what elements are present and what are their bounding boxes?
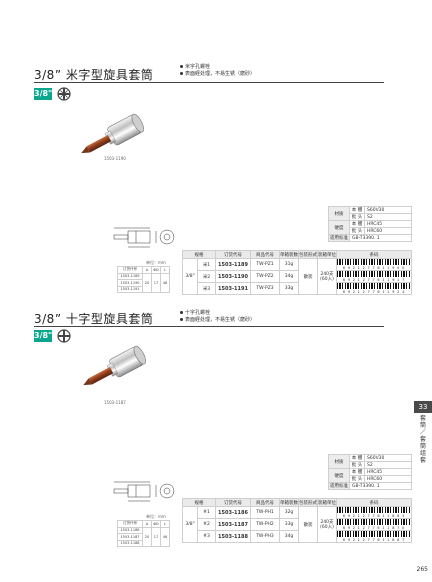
photo-code: 1503-1190 <box>104 156 126 161</box>
size-badge: 3/8" <box>34 330 53 342</box>
socket-drawing <box>113 227 175 248</box>
socket-photo-pozidriv <box>81 113 144 154</box>
table-row: 材质 本 體 S60V30 <box>328 206 412 221</box>
table-row: 规格 订货代号 商品代号 单箱装数 包装形式 装箱单位 条码 <box>182 250 412 259</box>
material-spec-table: 材质 本 體 S60V30 批 头 S2 硬度 本 體 HRC45 批 头 HR… <box>328 454 412 490</box>
section2-title: 3/8” 十字型旋具套筒 <box>34 312 154 326</box>
table-row: 硬度 本 體 HRC45 <box>328 468 412 483</box>
size-badge: 3/8" <box>34 88 53 100</box>
table-row: 1503-1191 <box>117 285 170 293</box>
section1-features: 米字孔螺栓 表面経处理，不易生锈（磨砂） <box>180 64 255 78</box>
barcode <box>337 283 411 290</box>
table-row: 订货代号 A ΦD L <box>117 520 170 528</box>
table-row: 1503-1188 <box>117 539 170 547</box>
bullet-icon <box>180 72 183 75</box>
table-row: 米2 1503-1190 TW-PZ2 34g 6 9 2 1 2 7 7 6 … <box>183 270 412 283</box>
socket-drawing <box>113 481 175 502</box>
section1-title-rule <box>34 82 384 83</box>
table-row: #3 1503-1188 TW-PH3 34g 6 9 2 1 2 7 7 6 … <box>183 530 412 543</box>
table-row: 硬度 本 體 HRC45 <box>328 220 412 235</box>
section2-title-rule <box>34 326 384 327</box>
page-number: 265 <box>416 566 428 573</box>
barcode <box>337 271 411 278</box>
table-row: 3/8" 米1 1503-1189 TW-PZ1 31g 散装 240支 (60… <box>182 258 412 295</box>
unit-label: 单位：mm <box>146 514 166 519</box>
product-table: 规格 订货代号 商品代号 单箱装数 包装形式 装箱单位 条码 3/8" 米1 1… <box>182 250 412 295</box>
table-row: 适用标准 GB-T3390. 1 <box>328 482 412 490</box>
product-table: 规格 订货代号 商品代号 单箱装数 包装形式 装箱单位 条码 3/8" #1 1… <box>182 498 412 543</box>
table-row: 1503-1186 20 17 46 <box>117 526 170 547</box>
barcode <box>337 531 411 538</box>
dimension-table: 订货代号 A ΦD L 1503-1189 20 17 46 1503-1190… <box>117 266 170 293</box>
table-row: #2 1503-1187 TW-PH2 33g 6 9 2 1 2 7 7 6 … <box>183 518 412 531</box>
barcode <box>337 507 411 514</box>
table-row: 适用标准 GB-T3390. 1 <box>328 234 412 242</box>
table-row: 3/8" #1 1503-1186 TW-PH1 32g 散装 240支 (60… <box>182 506 412 543</box>
dimension-table: 订货代号 A ΦD L 1503-1186 20 17 46 1503-1187… <box>117 520 170 547</box>
table-row: 规格 订货代号 商品代号 单箱装数 包装形式 装箱单位 条码 <box>182 498 412 507</box>
section1-title: 3/8” 米字型旋具套筒 <box>34 68 154 82</box>
table-row: 材质 本 體 S60V30 <box>328 454 412 469</box>
barcode <box>337 519 411 526</box>
material-spec-table: 材质 本 體 S60V30 批 头 S2 硬度 本 體 HRC45 批 头 HR… <box>328 206 412 242</box>
bullet-icon <box>180 311 183 314</box>
photo-code: 1503-1187 <box>104 400 126 405</box>
table-row: 1503-1187 <box>117 533 170 541</box>
unit-label: 单位：mm <box>146 260 166 265</box>
pozidriv-icon <box>57 87 71 101</box>
barcode <box>337 259 411 266</box>
bullet-icon <box>180 318 183 321</box>
socket-photo-phillips <box>83 345 146 386</box>
section2-features: 十字孔螺栓 表面経处理，不易生锈（磨砂） <box>180 310 255 324</box>
table-row: 米3 1503-1191 TW-PZ3 33g 6 9 2 1 2 7 7 6 … <box>183 282 412 295</box>
bullet-icon <box>180 65 183 68</box>
chapter-tab: 33 <box>414 401 432 413</box>
table-row: 1503-1189 20 17 46 <box>117 272 170 293</box>
phillips-icon <box>57 329 71 343</box>
chapter-title: 套筒／套筒组套 <box>419 415 426 464</box>
